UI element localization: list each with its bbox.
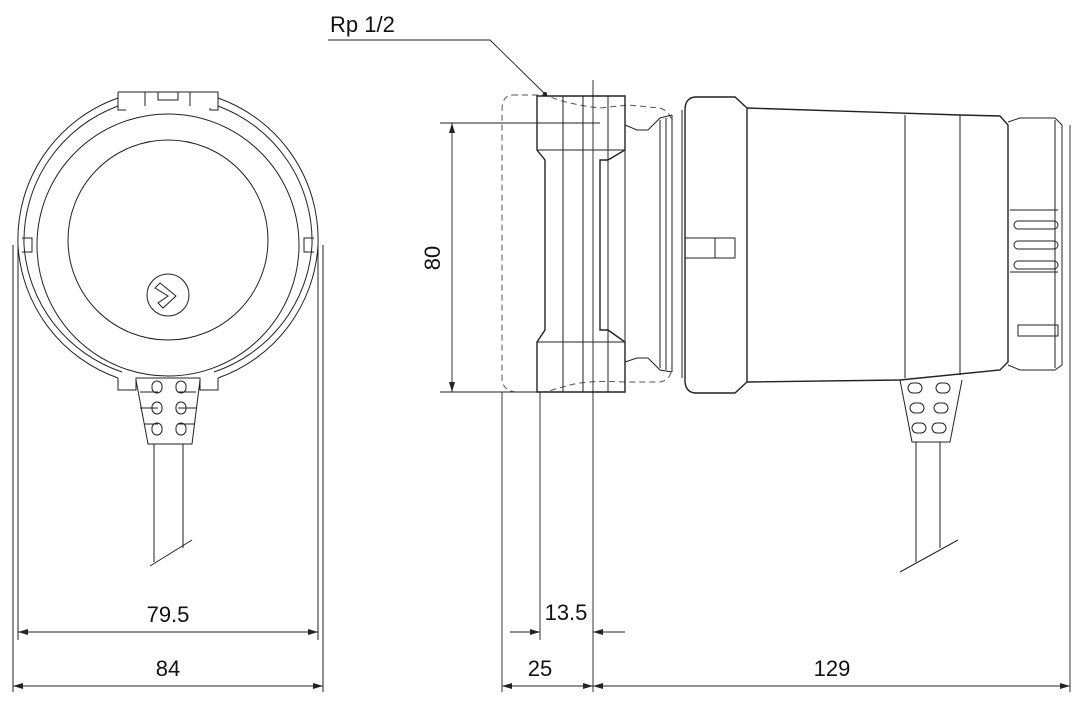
terminal-cap <box>1007 117 1063 371</box>
side-view <box>501 94 1063 573</box>
cable-gland <box>135 379 201 445</box>
thread-label: Rp 1/2 <box>330 12 395 37</box>
dimensions: 80 79.5 84 13.5 25 129 Rp 1/2 <box>13 12 1071 692</box>
dim-outer-width: 84 <box>156 656 180 681</box>
front-view <box>12 91 324 692</box>
dim-port-offset: 13.5 <box>545 600 588 625</box>
motor-face <box>67 139 269 341</box>
rotation-logo-icon <box>146 273 190 317</box>
cable <box>149 444 193 567</box>
motor-collar <box>684 96 748 394</box>
dim-height: 80 <box>420 246 445 270</box>
dim-inner-width: 79.5 <box>147 602 190 627</box>
dim-motor-length: 129 <box>814 656 851 681</box>
side-cable-gland <box>899 379 963 443</box>
dim-flange-depth: 25 <box>528 656 552 681</box>
